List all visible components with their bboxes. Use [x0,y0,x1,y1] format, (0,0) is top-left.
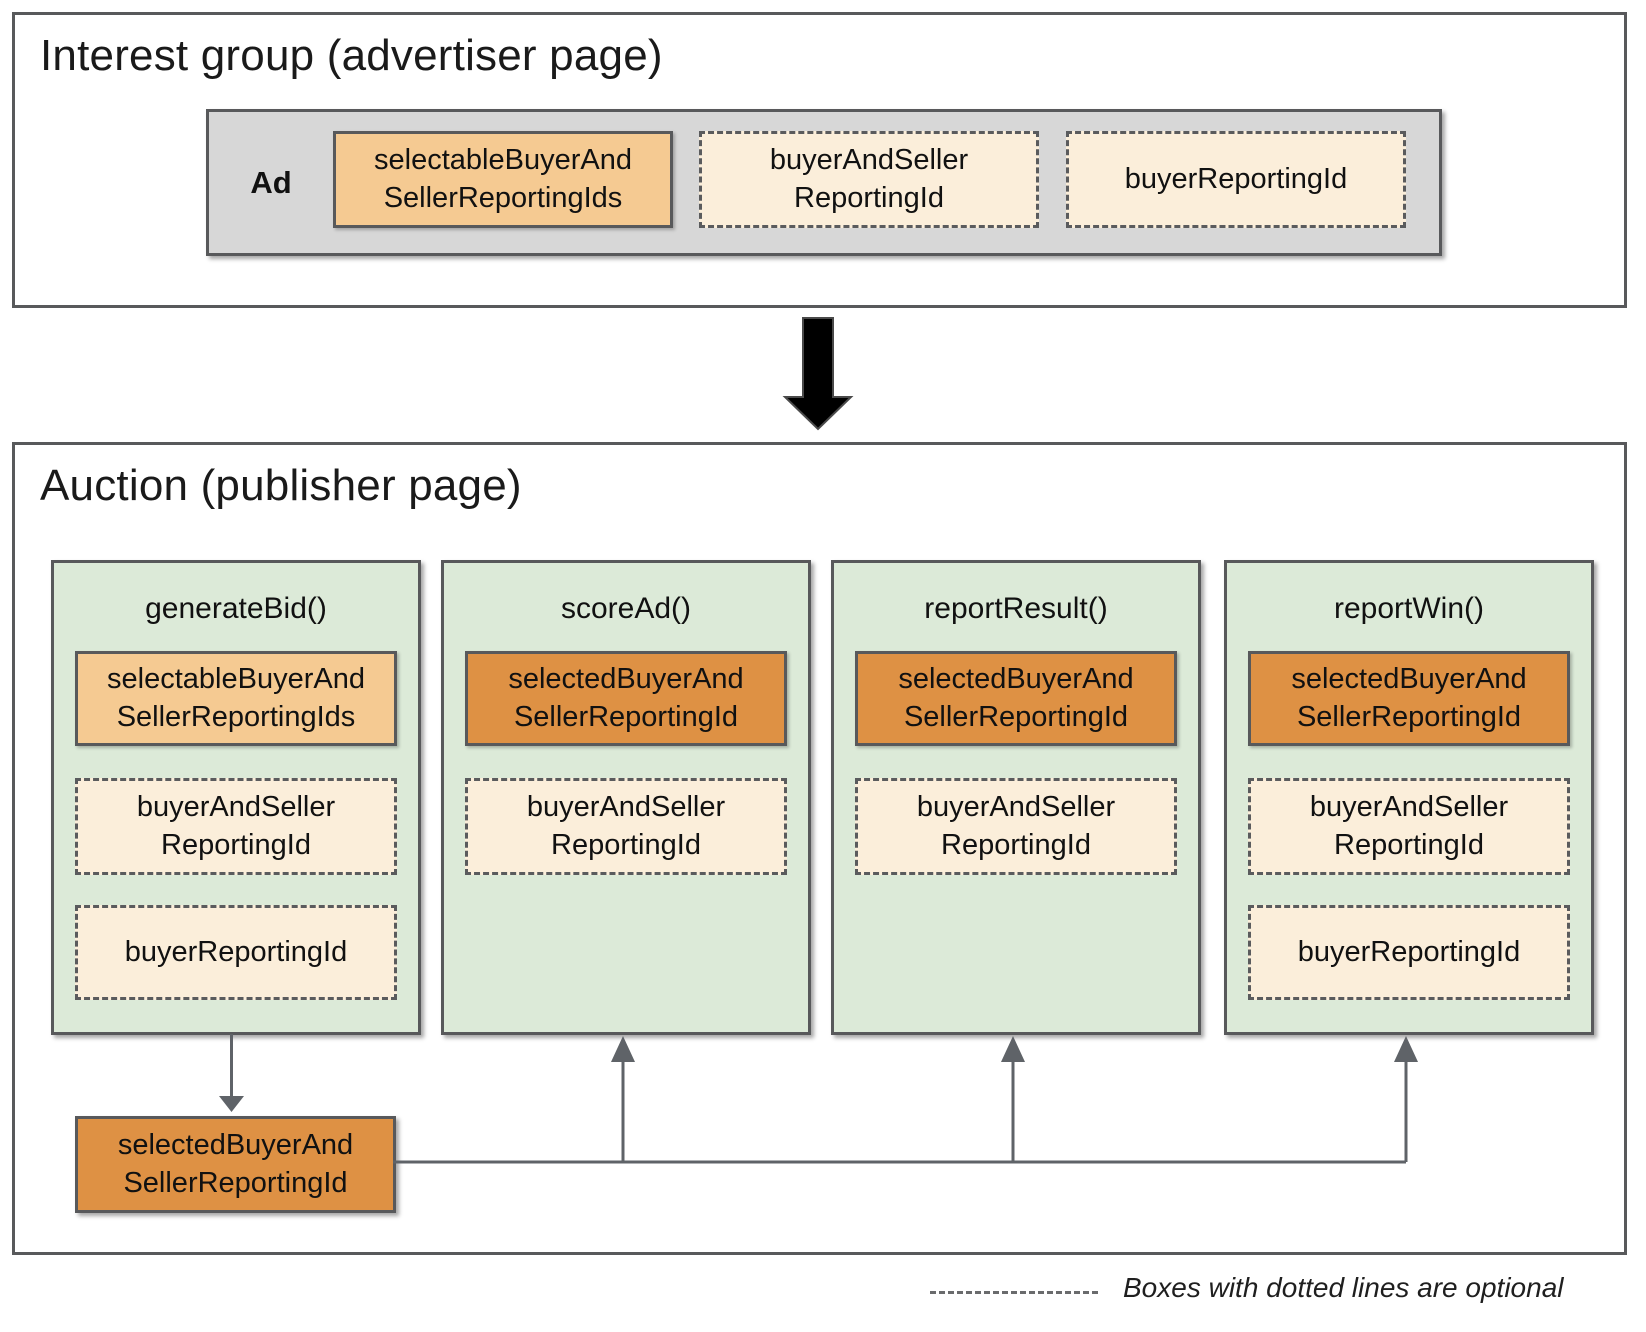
buyer-and-seller-reporting-id-box: buyerAndSeller ReportingId [855,778,1177,875]
legend: Boxes with dotted lines are optional [930,1272,1630,1320]
ad-label: Ad [250,164,292,200]
legend-text: Boxes with dotted lines are optional [1123,1272,1564,1303]
selectable-buyer-and-seller-reporting-ids-box: selectableBuyerAnd SellerReportingIds [75,651,397,746]
interest-group-panel: Interest group (advertiser page) Ad sele… [12,12,1627,308]
buyer-reporting-id-box: buyerReportingId [1248,905,1570,1000]
report-win-column: reportWin() selectedBuyerAnd SellerRepor… [1224,560,1594,1035]
buyer-reporting-id-box: buyerReportingId [75,905,397,1000]
report-result-title: reportResult() [924,591,1108,625]
auction-title: Auction (publisher page) [40,461,522,510]
interest-group-title: Interest group (advertiser page) [40,31,663,80]
report-result-column: reportResult() selectedBuyerAnd SellerRe… [831,560,1201,1035]
generate-bid-column: generateBid() selectableBuyerAnd SellerR… [51,560,421,1035]
score-ad-column: scoreAd() selectedBuyerAnd SellerReporti… [441,560,811,1035]
selected-buyer-and-seller-reporting-id-box: selectedBuyerAnd SellerReportingId [855,651,1177,746]
selected-buyer-and-seller-reporting-id-box: selectedBuyerAnd SellerReportingId [1248,651,1570,746]
dashed-line-sample-icon [930,1291,1098,1294]
generate-bid-title: generateBid() [145,591,327,625]
selectable-buyer-and-seller-reporting-ids-box: selectableBuyerAnd SellerReportingIds [333,131,673,228]
selected-buyer-and-seller-reporting-id-box: selectedBuyerAnd SellerReportingId [465,651,787,746]
buyer-and-seller-reporting-id-box: buyerAndSeller ReportingId [75,778,397,875]
auction-panel: Auction (publisher page) generateBid() s… [12,442,1627,1255]
buyer-reporting-id-box: buyerReportingId [1066,131,1406,228]
ad-container: Ad selectableBuyerAnd SellerReportingIds… [206,109,1442,256]
score-ad-title: scoreAd() [560,591,692,625]
report-win-title: reportWin() [1333,591,1484,625]
selected-buyer-and-seller-reporting-id-output-box: selectedBuyerAnd SellerReportingId [75,1116,396,1213]
buyer-and-seller-reporting-id-box: buyerAndSeller ReportingId [465,778,787,875]
buyer-and-seller-reporting-id-box: buyerAndSeller ReportingId [699,131,1039,228]
buyer-and-seller-reporting-id-box: buyerAndSeller ReportingId [1248,778,1570,875]
